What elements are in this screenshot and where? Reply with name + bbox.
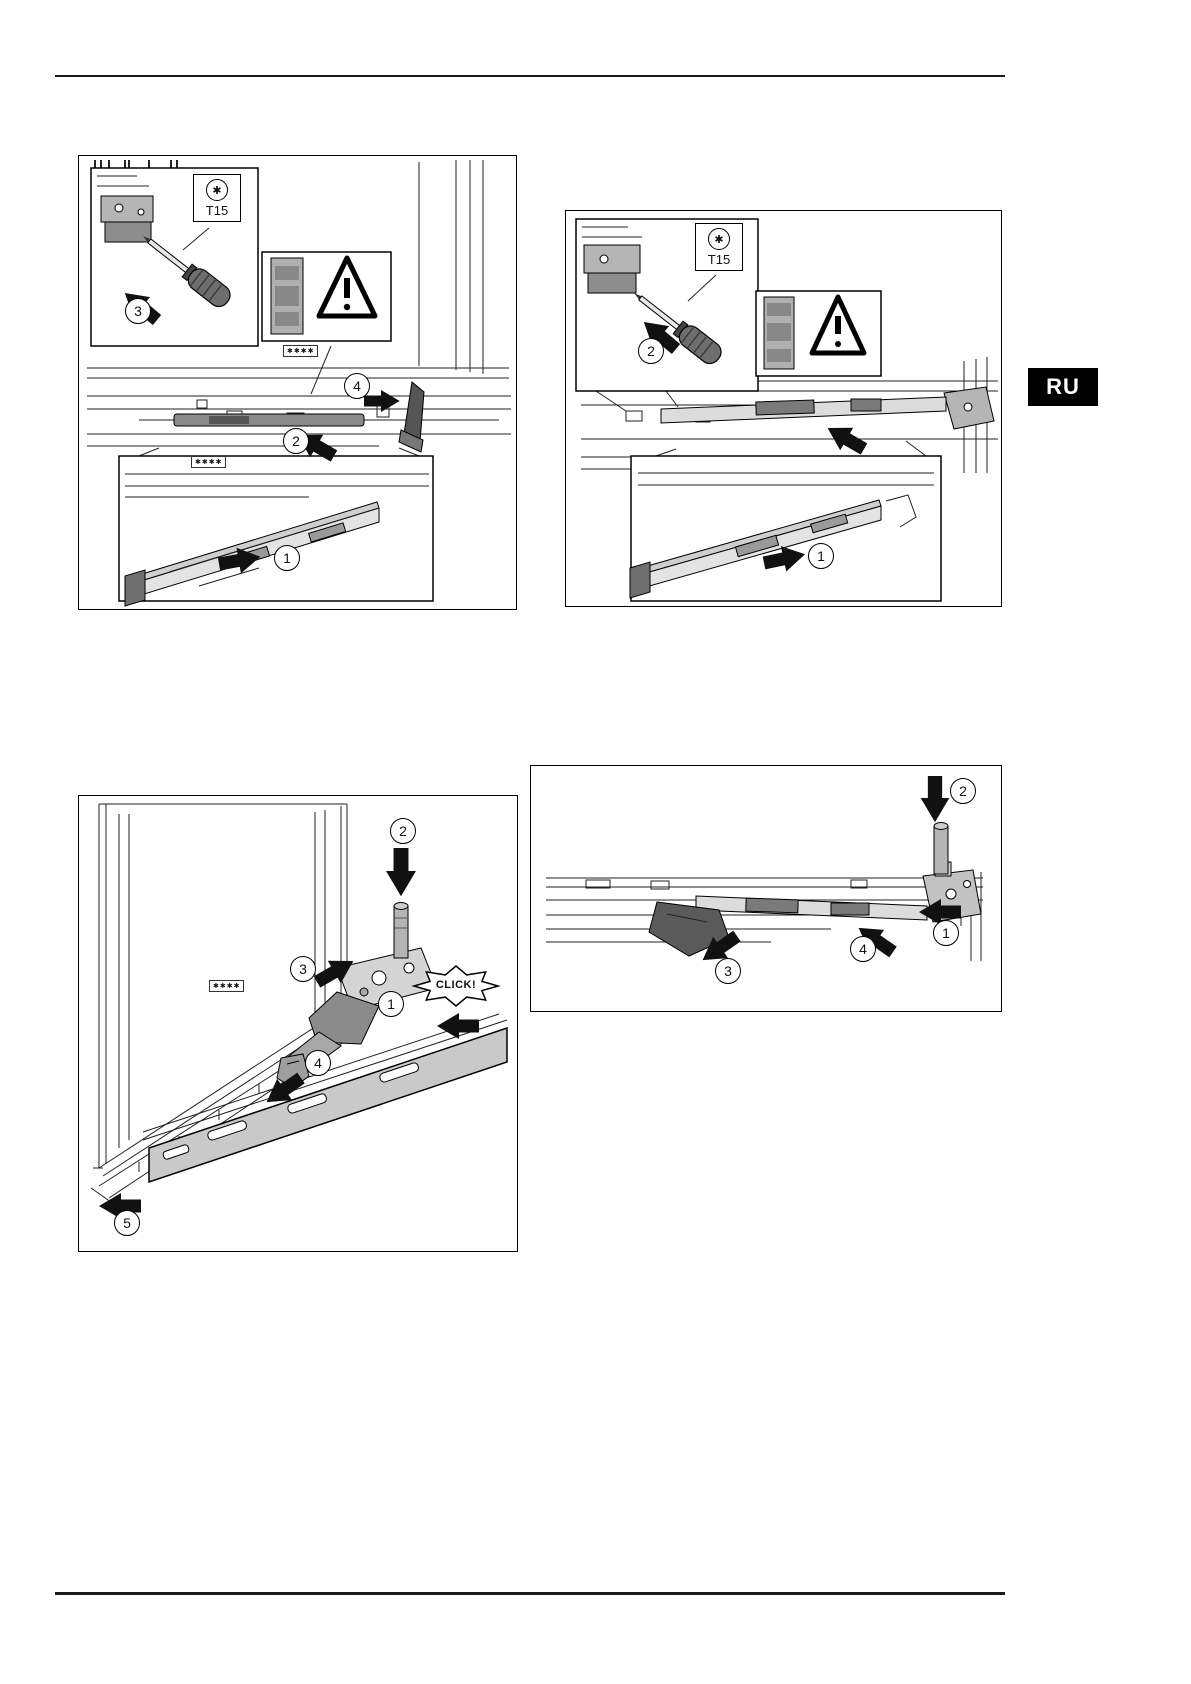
bracket-hole xyxy=(945,888,957,900)
screwdriver-inset xyxy=(575,218,759,392)
tool-size-callout: ✱ T15 xyxy=(695,223,743,271)
step-marker-1: 1 xyxy=(933,920,959,946)
rating-plate: ✱✱✱✱ xyxy=(283,345,319,357)
plinth-strip xyxy=(148,1026,508,1184)
panel1-line-art xyxy=(87,160,511,607)
figure-bottom-hinge-step-1: ✱ T15 ✱✱✱✱ ✱✱✱✱ 3 4 2 1 xyxy=(78,155,517,610)
warning-icon xyxy=(316,255,378,319)
rail-latch xyxy=(745,897,799,914)
rail-inset xyxy=(629,440,942,602)
warning-inset xyxy=(755,290,882,377)
panel4-line-art xyxy=(546,776,983,971)
rail-latch xyxy=(830,902,870,916)
tool-size-label: T15 xyxy=(707,252,731,267)
step1-arrow xyxy=(437,1013,479,1039)
step-marker-5: 5 xyxy=(114,1210,140,1236)
step-marker-3: 3 xyxy=(125,298,151,324)
bracket-hole xyxy=(963,402,973,412)
step-marker-1: 1 xyxy=(378,991,404,1017)
hinge-pin-cap xyxy=(398,381,425,453)
figure-top-hinge-install: 2 1 4 3 xyxy=(530,765,1002,1012)
hinge-pin xyxy=(393,902,409,959)
figure-bottom-hinge-step-2: ✱ T15 2 1 xyxy=(565,210,1002,607)
step-marker-4: 4 xyxy=(344,373,370,399)
rail-latch xyxy=(209,416,249,424)
tool-size-callout: ✱ T15 xyxy=(193,174,241,222)
step-marker-3: 3 xyxy=(290,956,316,982)
panel3-line-art xyxy=(90,803,508,1219)
torx-icon: ✱ xyxy=(206,179,228,201)
warning-inset xyxy=(261,251,392,342)
torx-icon: ✱ xyxy=(708,228,730,250)
step-marker-2: 2 xyxy=(283,428,309,454)
figure-bottom-hinge-install: ✱✱✱✱ CLICK! 2 3 1 4 5 xyxy=(78,795,518,1252)
rail-inset xyxy=(118,447,434,607)
rating-plate: ✱✱✱✱ xyxy=(209,980,245,992)
step-marker-1: 1 xyxy=(274,545,300,571)
rail-latch xyxy=(850,398,882,412)
step-marker-1: 1 xyxy=(808,543,834,569)
panel2-line-art xyxy=(575,218,998,602)
torx-glyph: ✱ xyxy=(714,233,724,246)
language-tab: RU xyxy=(1028,368,1098,406)
step-marker-4: 4 xyxy=(850,936,876,962)
bracket-hole xyxy=(963,880,971,888)
step-marker-3: 3 xyxy=(715,958,741,984)
step-marker-2: 2 xyxy=(638,338,664,364)
click-starburst xyxy=(411,965,501,1007)
bottom-rule xyxy=(55,1592,1005,1595)
bottom-rail xyxy=(173,413,365,427)
step2-arrow xyxy=(386,848,416,897)
hinge-pin xyxy=(933,822,949,875)
warning-icon xyxy=(809,294,867,356)
click-label: CLICK! xyxy=(435,979,477,991)
step2-arrow xyxy=(920,776,950,823)
rail-latch xyxy=(755,399,815,416)
step-marker-2: 2 xyxy=(950,778,976,804)
torx-glyph: ✱ xyxy=(212,184,222,197)
step-marker-2: 2 xyxy=(390,818,416,844)
step-marker-4: 4 xyxy=(305,1050,331,1076)
rating-plate: ✱✱✱✱ xyxy=(191,456,227,468)
tool-size-label: T15 xyxy=(205,203,229,218)
top-rule xyxy=(55,75,1005,77)
